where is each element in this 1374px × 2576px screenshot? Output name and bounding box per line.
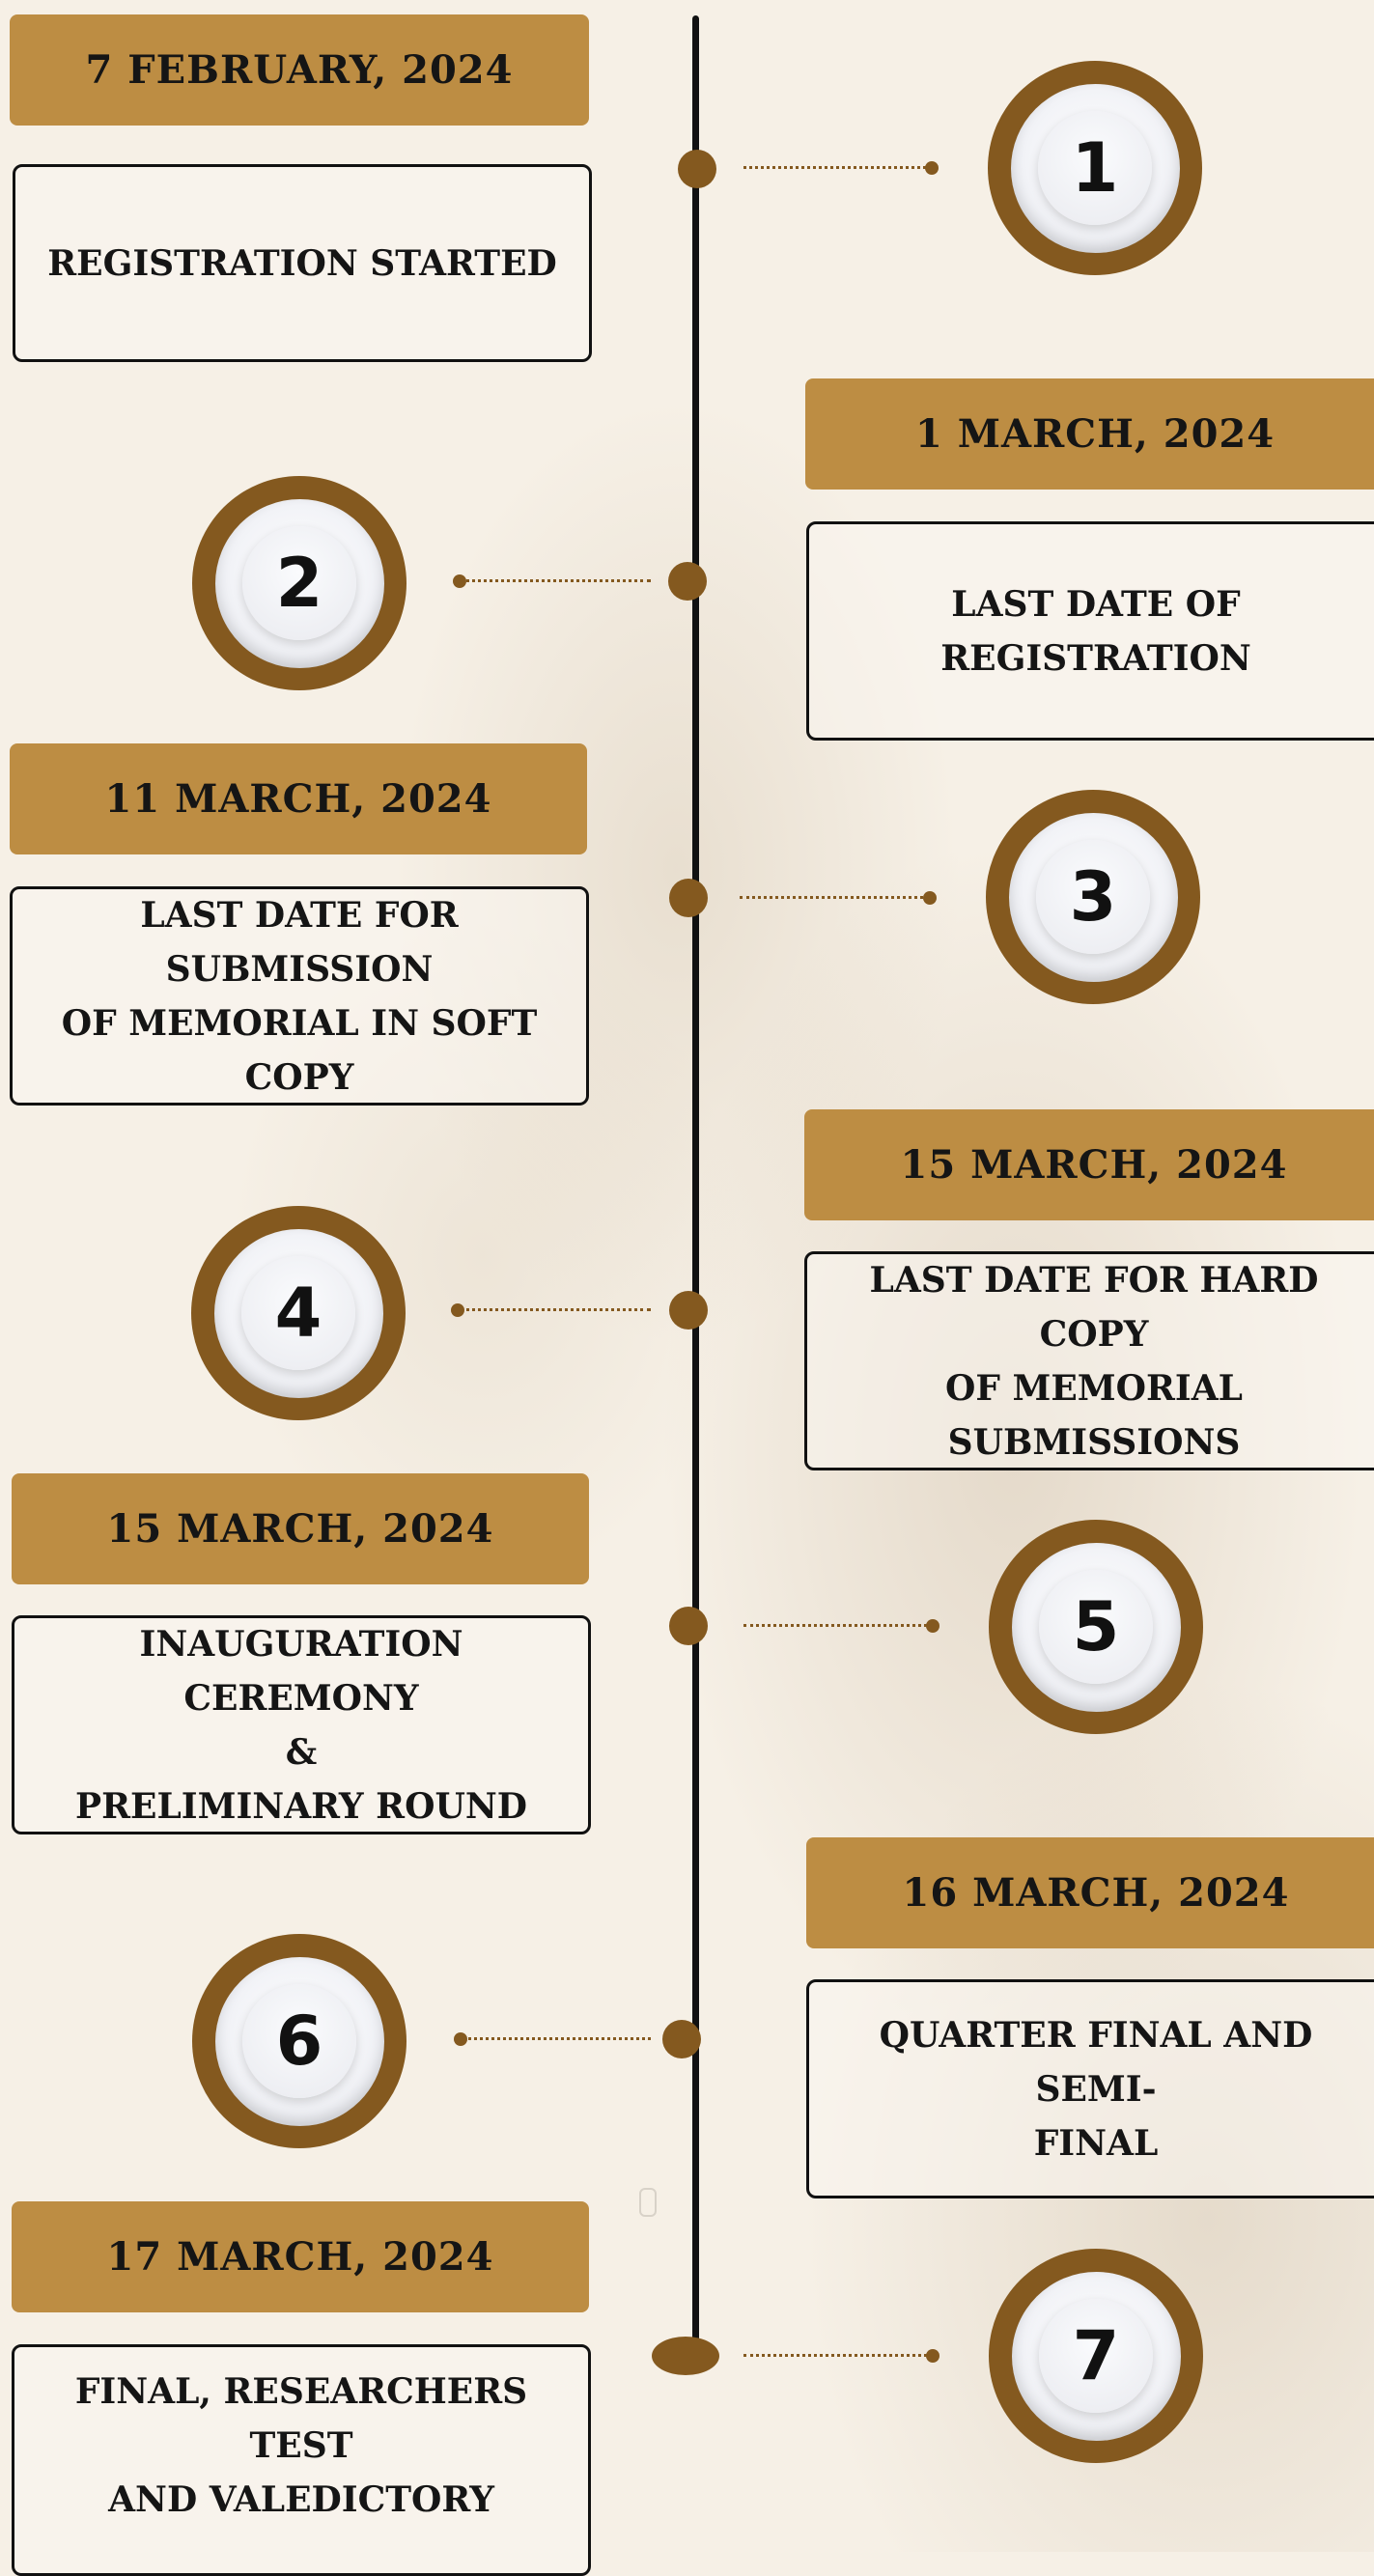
connector-dot-7 (926, 2349, 939, 2363)
event-description-text: REGISTRATION STARTED (47, 242, 557, 284)
connector-dot-1 (925, 161, 939, 175)
event-date-4: 15 MARCH, 2024 (804, 1109, 1374, 1220)
event-description-6: QUARTER FINAL AND SEMI- FINAL (806, 1979, 1374, 2198)
connector-dot-6 (454, 2032, 467, 2046)
text-line: FINAL (1033, 2122, 1159, 2164)
event-description-text: LAST DATE OF REGISTRATION (940, 577, 1251, 686)
text-line: PRELIMINARY ROUND (75, 1785, 527, 1827)
step-badge-2: 2 (192, 476, 407, 690)
text-line: REGISTRATION (940, 637, 1251, 679)
event-description-4: LAST DATE FOR HARD COPY OF MEMORIAL SUBM… (804, 1251, 1374, 1470)
connector-1 (743, 166, 932, 169)
event-description-text: QUARTER FINAL AND SEMI- FINAL (823, 2008, 1369, 2170)
event-date-7: 17 MARCH, 2024 (12, 2201, 589, 2312)
text-line: AND VALEDICTORY (108, 2479, 494, 2520)
timeline-node-3 (669, 879, 708, 917)
step-badge-inner: 6 (214, 1956, 384, 2126)
event-description-text: FINAL, RESEARCHERS TEST AND VALEDICTORY (28, 2365, 575, 2527)
event-description-3: LAST DATE FOR SUBMISSION OF MEMORIAL IN … (10, 886, 589, 1106)
connector-dot-2 (453, 574, 466, 588)
step-badge-inner: 4 (213, 1228, 383, 1398)
step-badge-inner: 2 (214, 498, 384, 668)
event-description-7: FINAL, RESEARCHERS TEST AND VALEDICTORY (12, 2344, 591, 2576)
timeline-node-2 (668, 562, 707, 601)
timeline-node-6 (662, 2020, 701, 2058)
step-badge-inner: 7 (1011, 2271, 1181, 2441)
timeline-node-5 (669, 1607, 708, 1645)
step-number: 4 (241, 1256, 355, 1370)
timeline-end-node (652, 2337, 719, 2375)
event-description-1: REGISTRATION STARTED (13, 164, 592, 362)
text-line: OF MEMORIAL IN SOFT (61, 1002, 538, 1044)
event-date-5: 15 MARCH, 2024 (12, 1473, 589, 1584)
text-line: QUARTER FINAL AND SEMI- (879, 2014, 1313, 2110)
step-number: 3 (1036, 840, 1150, 954)
connector-5 (743, 1624, 933, 1627)
text-line: LAST DATE OF (951, 583, 1241, 625)
connector-2 (460, 579, 651, 582)
connector-3 (740, 896, 929, 899)
step-badge-inner: 3 (1008, 812, 1178, 982)
timeline-node-1 (678, 150, 716, 188)
text-line: OF MEMORIAL (945, 1367, 1243, 1409)
event-description-text: LAST DATE FOR SUBMISSION OF MEMORIAL IN … (26, 888, 573, 1105)
event-date-1: 7 FEBRUARY, 2024 (10, 14, 589, 126)
event-description-5: INAUGURATION CEREMONY & PRELIMINARY ROUN… (12, 1615, 591, 1834)
event-date-6: 16 MARCH, 2024 (806, 1837, 1374, 1948)
text-line: INAUGURATION CEREMONY (139, 1623, 463, 1719)
timeline-node-4 (669, 1291, 708, 1330)
text-line: & (285, 1731, 318, 1773)
text-line: COPY (244, 1056, 354, 1098)
step-badge-1: 1 (988, 61, 1202, 275)
event-description-text: INAUGURATION CEREMONY & PRELIMINARY ROUN… (28, 1617, 575, 1834)
connector-4 (460, 1308, 651, 1311)
text-line: SUBMISSIONS (947, 1421, 1241, 1463)
text-line: LAST DATE FOR HARD COPY (869, 1259, 1319, 1355)
step-badge-5: 5 (989, 1520, 1203, 1734)
connector-dot-5 (926, 1619, 939, 1633)
text-line: LAST DATE FOR SUBMISSION (140, 894, 459, 990)
timeline-line (692, 15, 699, 2352)
step-number: 5 (1039, 1570, 1153, 1684)
connector-6 (462, 2037, 651, 2040)
step-number: 7 (1039, 2299, 1153, 2413)
event-date-2: 1 MARCH, 2024 (805, 378, 1374, 490)
step-badge-6: 6 (192, 1934, 407, 2148)
step-number: 1 (1038, 111, 1152, 225)
step-badge-inner: 1 (1010, 83, 1180, 253)
step-number: 6 (242, 1984, 356, 2098)
connector-7 (743, 2354, 933, 2357)
step-badge-4: 4 (191, 1206, 406, 1420)
event-description-text: LAST DATE FOR HARD COPY OF MEMORIAL SUBM… (821, 1253, 1367, 1470)
step-badge-inner: 5 (1011, 1542, 1181, 1712)
step-number: 2 (242, 526, 356, 640)
connector-dot-4 (451, 1303, 464, 1317)
event-description-2: LAST DATE OF REGISTRATION (806, 521, 1374, 741)
event-date-3: 11 MARCH, 2024 (10, 743, 587, 854)
text-line: FINAL, RESEARCHERS TEST (74, 2371, 528, 2466)
small-placeholder-icon (639, 2188, 657, 2217)
connector-dot-3 (923, 891, 937, 905)
step-badge-3: 3 (986, 790, 1200, 1004)
step-badge-7: 7 (989, 2249, 1203, 2463)
